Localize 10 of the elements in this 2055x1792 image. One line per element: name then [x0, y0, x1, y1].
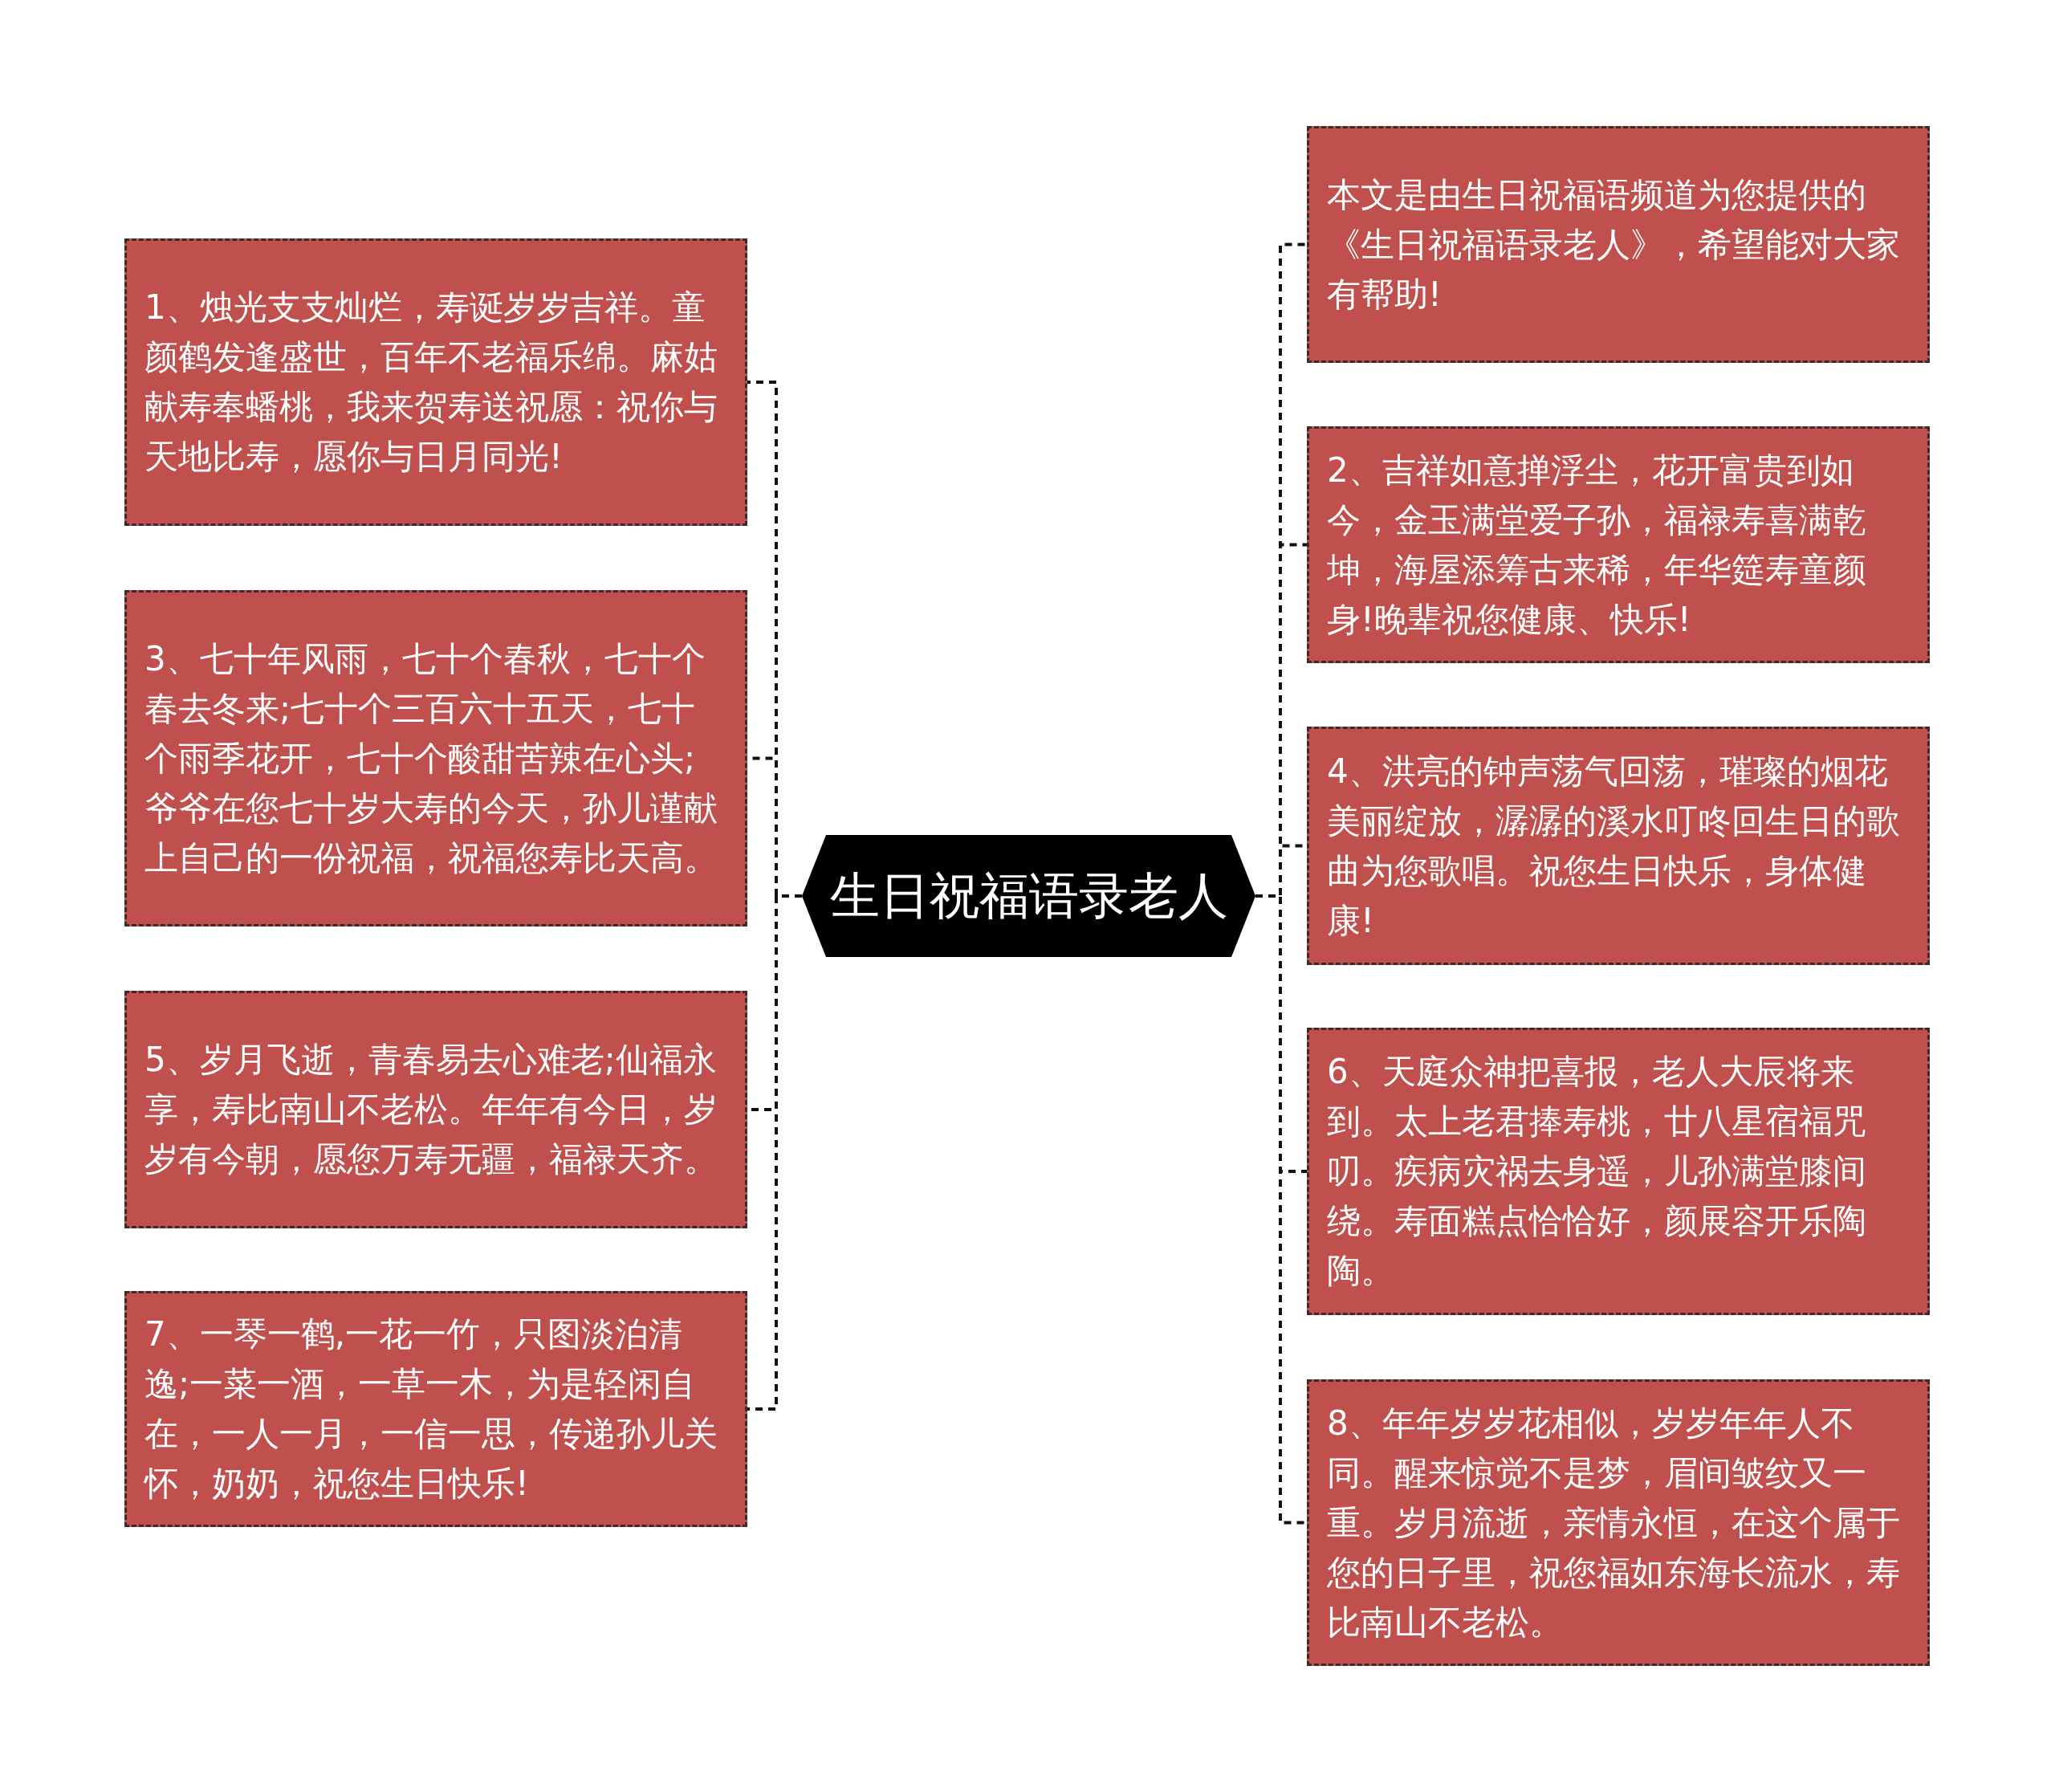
text-box: 7、一琴一鹤,一花一竹，只图淡泊清逸;一菜一酒，一草一木，为是轻闲自在，一人一月，一信一思，传递孙儿关怀，奶奶，祝您生日快乐!: [124, 1291, 747, 1527]
topic-hexagon: 生日祝福语录老人: [802, 835, 1255, 957]
text-box: 1、烛光支支灿烂，寿诞岁岁吉祥。童颜鹤发逢盛世，百年不老福乐绵。麻姑献寿奉蟠桃，我来贺寿送祝愿：祝你与天地比寿，愿你与日月同光!: [124, 238, 747, 526]
text-box: 6、天庭众神把喜报，老人大辰将来到。太上老君捧寿桃，廿八星宿福咒叨。疾病灾祸去身遥，儿孙满堂膝间绕。寿面糕点恰恰好，颜展容开乐陶陶。: [1307, 1028, 1930, 1315]
text-box: 本文是由生日祝福语频道为您提供的《生日祝福语录老人》，希望能对大家有帮助!: [1307, 126, 1930, 363]
text-box: 3、七十年风雨，七十个春秋，七十个春去冬来;七十个三百六十五天，七十个雨季花开，七十个酸甜苦辣在心头;爷爷在您七十岁大寿的今天，孙儿谨献上自己的一份祝福，祝福您寿比天高。: [124, 590, 747, 927]
text-box: 2、吉祥如意掸浮尘，花开富贵到如今，金玉满堂爱子孙，福禄寿喜满乾坤，海屋添筹古来稀，年华筵寿童颜身!晚辈祝您健康、快乐!: [1307, 426, 1930, 663]
text-box: 5、岁月飞逝，青春易去心难老;仙福永享，寿比南山不老松。年年有今日，岁岁有今朝，愿您万寿无疆，福禄天齐。: [124, 991, 747, 1228]
text-box: 8、年年岁岁花相似，岁岁年年人不同。醒来惊觉不是梦，眉间皱纹又一重。岁月流逝，亲情永恒，在这个属于您的日子里，祝您福如东海长流水，寿比南山不老松。: [1307, 1379, 1930, 1666]
text-box: 4、洪亮的钟声荡气回荡，璀璨的烟花美丽绽放，潺潺的溪水叮咚回生日的歌曲为您歌唱。祝您生日快乐，身体健康!: [1307, 727, 1930, 965]
